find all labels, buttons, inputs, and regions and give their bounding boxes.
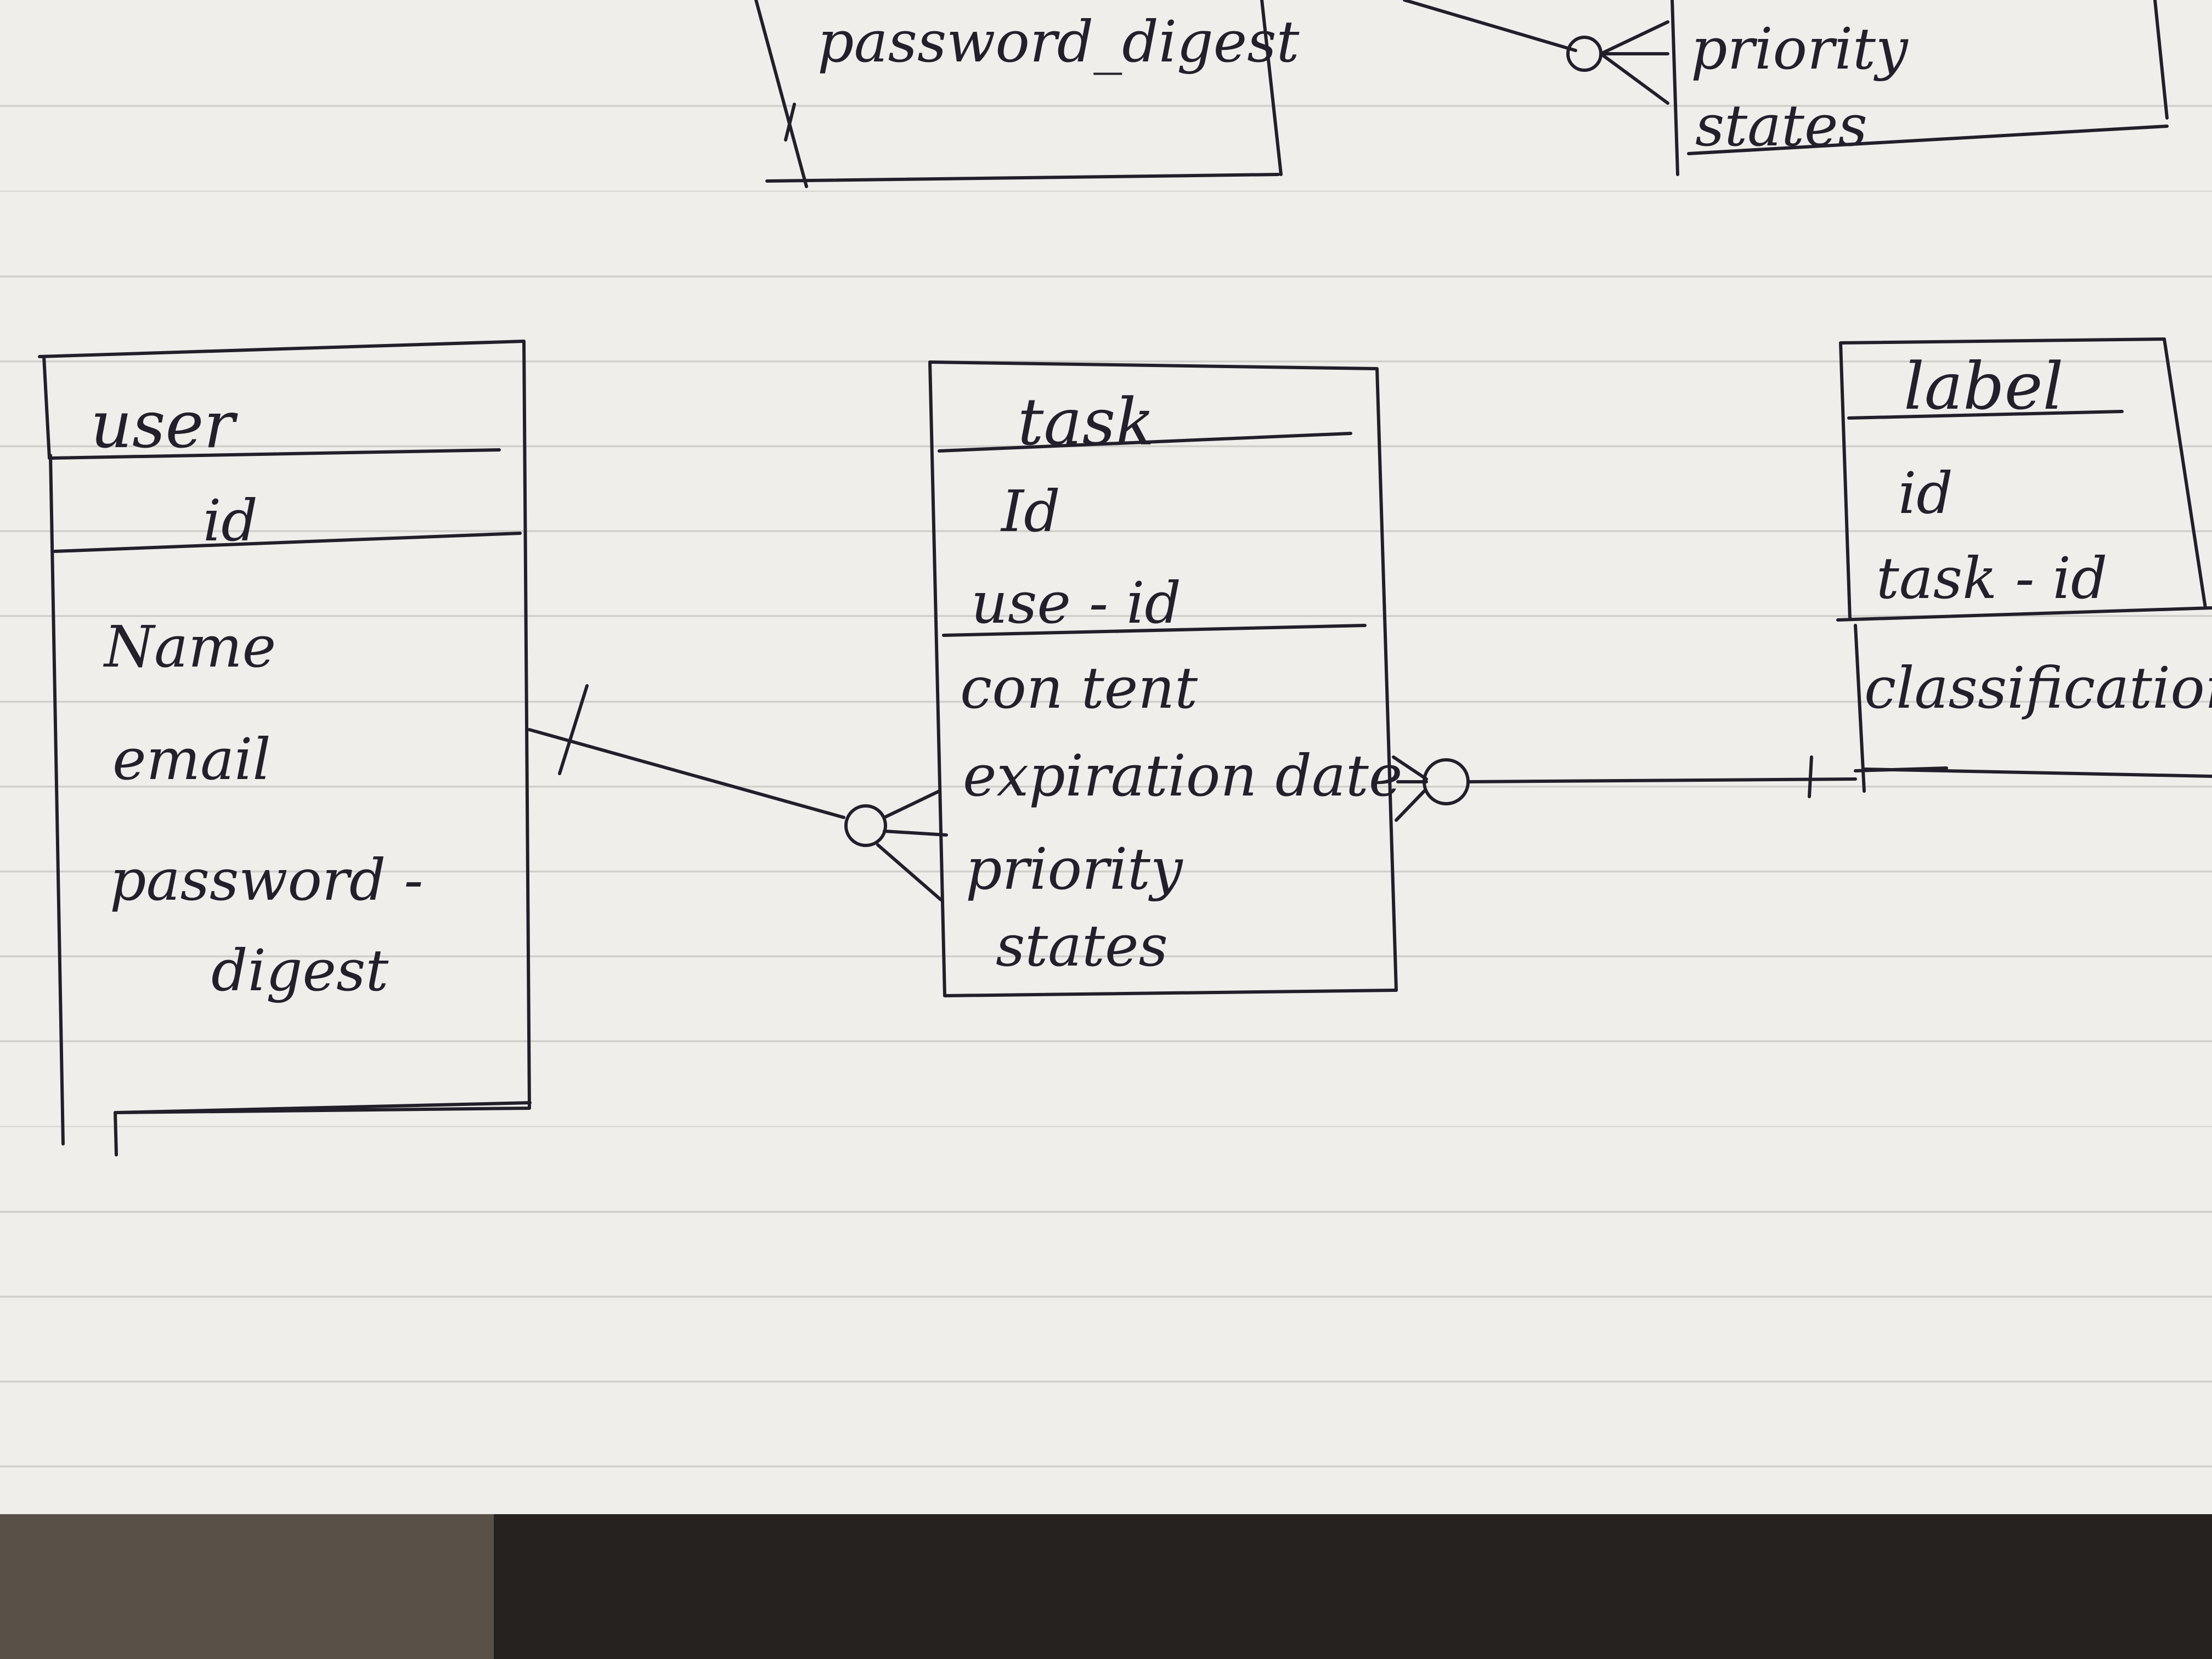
label-key-id: id — [1898, 460, 1953, 527]
relationship-user-task — [528, 684, 948, 901]
user-attribute-name: Name — [103, 613, 276, 680]
top-entity-left: password_digest — [754, 0, 1300, 188]
user-attribute-digest: digest — [211, 937, 388, 1004]
task-key-user-id: use - id — [971, 569, 1181, 636]
task-attribute-content: con tent — [960, 654, 1198, 721]
task-key-id: Id — [1000, 478, 1060, 545]
user-key-id: id — [203, 487, 258, 554]
task-attribute-priority: priority — [966, 836, 1183, 902]
zero-circle-task-label — [1423, 758, 1470, 805]
task-attribute-states: states — [996, 912, 1168, 979]
relationship-task-label — [1392, 755, 2212, 822]
user-entity-title: user — [91, 387, 238, 462]
top-left-attribute: password_digest — [817, 8, 1300, 75]
label-entity-title: label — [1904, 348, 2063, 424]
top-right-attribute-states: states — [1695, 92, 1867, 159]
task-attribute-expiration-date: expiration date — [963, 742, 1402, 809]
entity-user: user id Name email password - digest — [38, 340, 532, 1156]
task-entity-title: task — [1018, 384, 1155, 460]
user-attribute-email: email — [112, 726, 271, 793]
one-mark — [558, 684, 589, 775]
label-attribute-classification: classification — [1864, 654, 2212, 721]
top-right-attribute-priority: priority — [1691, 15, 1909, 82]
crowfoot — [876, 789, 948, 901]
entity-task: task Id use - id con tent expiration dat… — [928, 360, 1402, 997]
crowfoot-task-label — [1392, 755, 1428, 822]
entity-label: label id task - id classification — [1836, 337, 2212, 793]
top-entity-right: priority states — [1403, 0, 2169, 176]
desk-shadow-left — [0, 1514, 494, 1659]
label-key-task-id: task - id — [1876, 545, 2107, 612]
zero-circle — [844, 804, 887, 847]
one-mark-label — [1808, 755, 1813, 798]
user-attribute-password: password - — [110, 847, 423, 913]
notebook-paper — [0, 0, 2212, 1514]
crowfoot-circle — [1566, 36, 1602, 72]
